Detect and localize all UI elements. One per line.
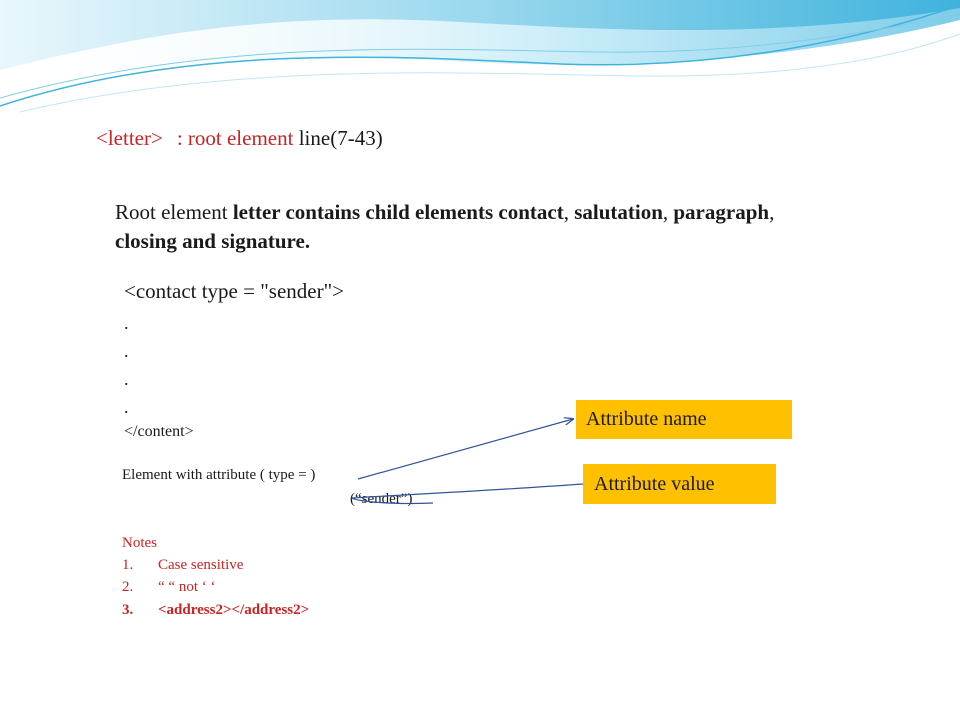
callout-label: Attribute name <box>586 408 707 430</box>
desc-part: , <box>662 200 674 224</box>
note-item: 2. “ “ not ‘ ‘ <box>122 579 215 596</box>
desc-part: letter contains child elements contact <box>232 200 564 224</box>
note-text: “ “ not ‘ ‘ <box>158 579 216 595</box>
ellipsis-dot: . <box>124 341 129 361</box>
wave-line-1 <box>0 4 960 107</box>
ellipsis-dot: . <box>124 369 129 389</box>
attribute-value-example: (“sender”) <box>350 491 413 507</box>
wave-line-3 <box>19 33 960 113</box>
desc-part: , <box>563 200 575 224</box>
callout-label: Attribute value <box>594 472 715 495</box>
description-paragraph: Root element letter contains child eleme… <box>115 198 835 256</box>
note-number: 2. <box>122 579 134 595</box>
slide-heading: <letter> : root element line(7-43) <box>96 126 383 151</box>
attribute-value-callout: Attribute value <box>583 464 776 504</box>
note-text: <address2></address2> <box>158 602 310 618</box>
note-item: 1. Case sensitive <box>122 557 243 574</box>
contact-open-tag: <contact type = "sender"> <box>124 279 345 303</box>
contact-close-tag: </content> <box>124 423 194 440</box>
arrow-to-attribute-name <box>357 419 573 480</box>
desc-part: closing and signature <box>115 229 305 253</box>
desc-part: . <box>304 229 311 253</box>
desc-part: Root element <box>115 200 233 224</box>
wave-front <box>0 0 960 70</box>
note-item: 3. <address2></address2> <box>122 602 309 619</box>
header-wave-decoration <box>0 0 960 113</box>
wave-line-2 <box>0 13 960 99</box>
attribute-name-callout: Attribute name <box>576 400 792 439</box>
ellipsis-dot: . <box>124 397 129 417</box>
heading-label: : root element <box>176 126 294 150</box>
heading-lines: line(7-43) <box>298 126 383 150</box>
note-number: 1. <box>122 557 134 573</box>
desc-part: salutation <box>574 200 663 224</box>
notes-title: Notes <box>122 535 157 551</box>
heading-tag: <letter> <box>96 126 163 150</box>
attribute-explanation: Element with attribute ( type = ) <box>122 467 316 483</box>
note-number: 3. <box>122 602 134 618</box>
ellipsis-dot: . <box>124 313 129 333</box>
desc-part: , <box>769 200 775 224</box>
desc-part: paragraph <box>673 200 770 224</box>
note-text: Case sensitive <box>158 557 244 573</box>
